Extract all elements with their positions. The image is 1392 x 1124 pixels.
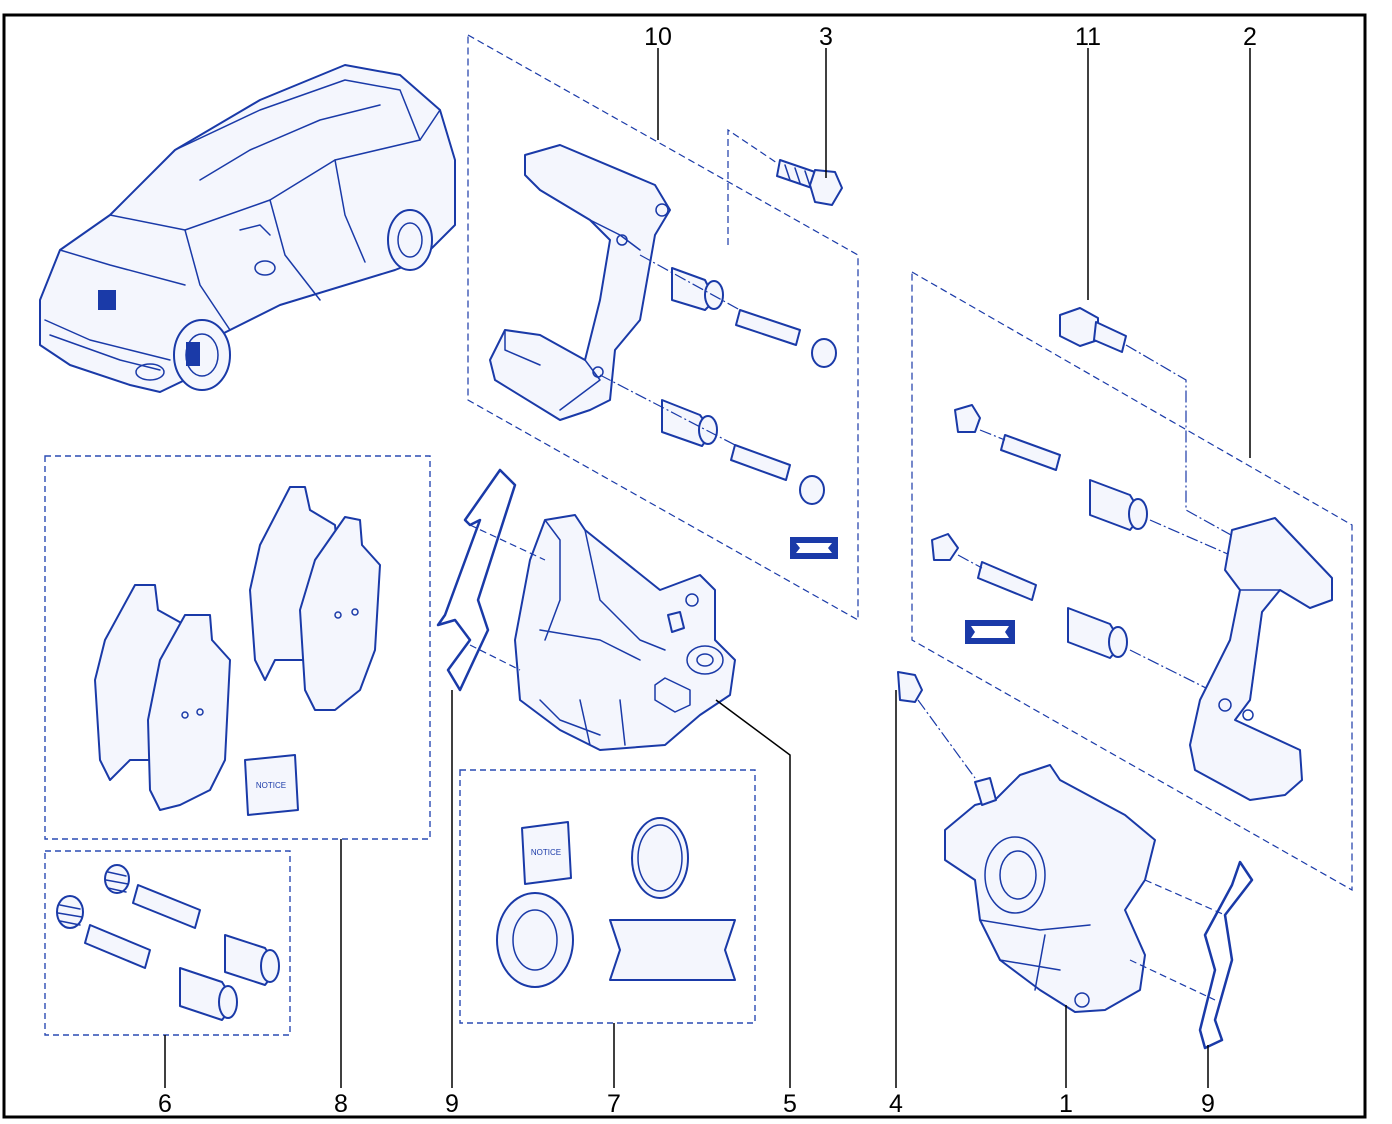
bolt-3 xyxy=(727,128,843,245)
brake-pads-kit-8: NOTICE xyxy=(44,455,431,840)
vehicle-illustration xyxy=(39,64,456,393)
callout-2: 2 xyxy=(1243,23,1257,51)
callout-8: 8 xyxy=(334,1090,348,1118)
callout-11: 11 xyxy=(1075,23,1101,51)
callout-10: 10 xyxy=(644,23,672,51)
caliper-bracket-kit-2 xyxy=(911,271,1353,892)
callout-1: 1 xyxy=(1059,1090,1073,1118)
callout-6: 6 xyxy=(158,1090,172,1118)
repair-notice-label: NOTICE xyxy=(531,848,561,857)
anti-rattle-spring-9-left xyxy=(436,468,546,692)
diagram-frame xyxy=(2,13,1367,1119)
caliper-5 xyxy=(514,514,736,751)
caliper-bracket-kit-10 xyxy=(467,34,859,622)
callout-7: 7 xyxy=(607,1090,621,1118)
callout-9-left: 9 xyxy=(445,1090,459,1118)
pads-notice-label: NOTICE xyxy=(256,781,286,790)
caliper-repair-kit-7: NOTICE xyxy=(459,769,756,1024)
callout-5: 5 xyxy=(783,1090,797,1118)
leader-lines xyxy=(164,48,1251,1088)
caliper-1 xyxy=(897,671,1254,1050)
guide-pin-kit-6 xyxy=(44,850,291,1036)
callout-9-right: 9 xyxy=(1201,1090,1215,1118)
callout-3: 3 xyxy=(819,23,833,51)
callout-4: 4 xyxy=(889,1090,903,1118)
callout-labels: 10 3 11 2 6 8 9 7 5 4 1 9 xyxy=(158,23,1257,1118)
